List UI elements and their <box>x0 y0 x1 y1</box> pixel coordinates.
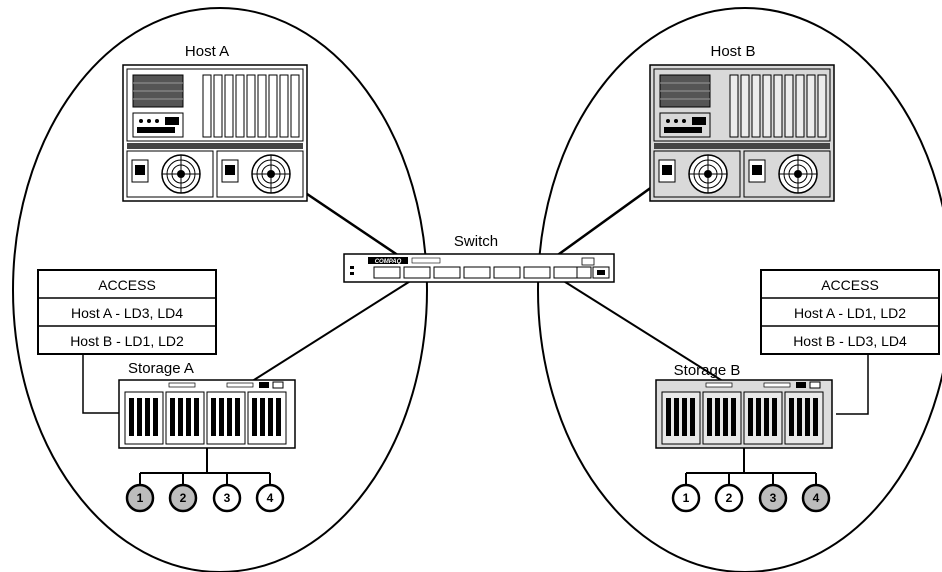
host-a-psu-right <box>217 151 303 197</box>
switch-label: Switch <box>454 233 498 250</box>
storage-a-access-row-2: Host B - LD1, LD2 <box>70 333 184 349</box>
host-a-server <box>123 65 307 201</box>
storage-b-disk-4-label: 4 <box>813 491 820 505</box>
storage-b-disk-2-label: 2 <box>726 491 733 505</box>
storage-a-disk-2-label: 2 <box>180 491 187 505</box>
storage-b-access-row-1: Host A - LD1, LD2 <box>794 305 906 321</box>
storage-a-disk-4: 4 <box>257 485 283 511</box>
storage-a-access-title: ACCESS <box>98 277 156 293</box>
host-b-server <box>650 65 834 201</box>
switch-brand: COMPAQ <box>375 259 402 265</box>
host-b-label: Host B <box>710 43 755 60</box>
storage-b-disk-1: 1 <box>673 485 699 511</box>
storage-b-disk-3-label: 3 <box>770 491 777 505</box>
host-a-label: Host A <box>185 43 229 60</box>
cable-switch-storage-a <box>238 280 412 390</box>
host-b-psu-right <box>744 151 830 197</box>
host-a-pci-slots <box>203 75 299 137</box>
storage-a-disk-3-label: 3 <box>224 491 231 505</box>
storage-a-disk-1: 1 <box>127 485 153 511</box>
storage-b-disk-4: 4 <box>803 485 829 511</box>
storage-b-access-row-2: Host B - LD3, LD4 <box>793 333 907 349</box>
storage-a-disk-3: 3 <box>214 485 240 511</box>
storage-b-disks: 1 2 3 4 <box>673 485 829 511</box>
switch-ports <box>374 267 580 278</box>
storage-b-disk-tree <box>686 448 816 485</box>
storage-b-disk-3: 3 <box>760 485 786 511</box>
storage-a-disks: 1 2 3 4 <box>127 485 283 511</box>
host-a-psu-left <box>127 151 213 197</box>
host-b-pci-slots <box>730 75 826 137</box>
storage-b-enclosure <box>656 380 832 448</box>
storage-a-access-row-1: Host A - LD3, LD4 <box>71 305 183 321</box>
storage-b-disk-2: 2 <box>716 485 742 511</box>
storage-a-label: Storage A <box>128 360 194 377</box>
storage-a-access-table: ACCESS Host A - LD3, LD4 Host B - LD1, L… <box>38 270 216 354</box>
storage-a-disk-1-label: 1 <box>137 491 144 505</box>
storage-b-access-connector <box>836 354 868 414</box>
storage-a-disk-2: 2 <box>170 485 196 511</box>
storage-a-disk-tree <box>140 448 270 485</box>
host-b-psu-left <box>654 151 740 197</box>
storage-b-label: Storage B <box>674 362 741 379</box>
storage-a-access-connector <box>83 354 119 413</box>
storage-b-access-table: ACCESS Host A - LD1, LD2 Host B - LD3, L… <box>761 270 939 354</box>
storage-b-access-title: ACCESS <box>821 277 879 293</box>
storage-a-enclosure <box>119 380 295 448</box>
storage-b-disk-1-label: 1 <box>683 491 690 505</box>
storage-a-disk-4-label: 4 <box>267 491 274 505</box>
fc-switch: COMPAQ <box>344 254 614 282</box>
